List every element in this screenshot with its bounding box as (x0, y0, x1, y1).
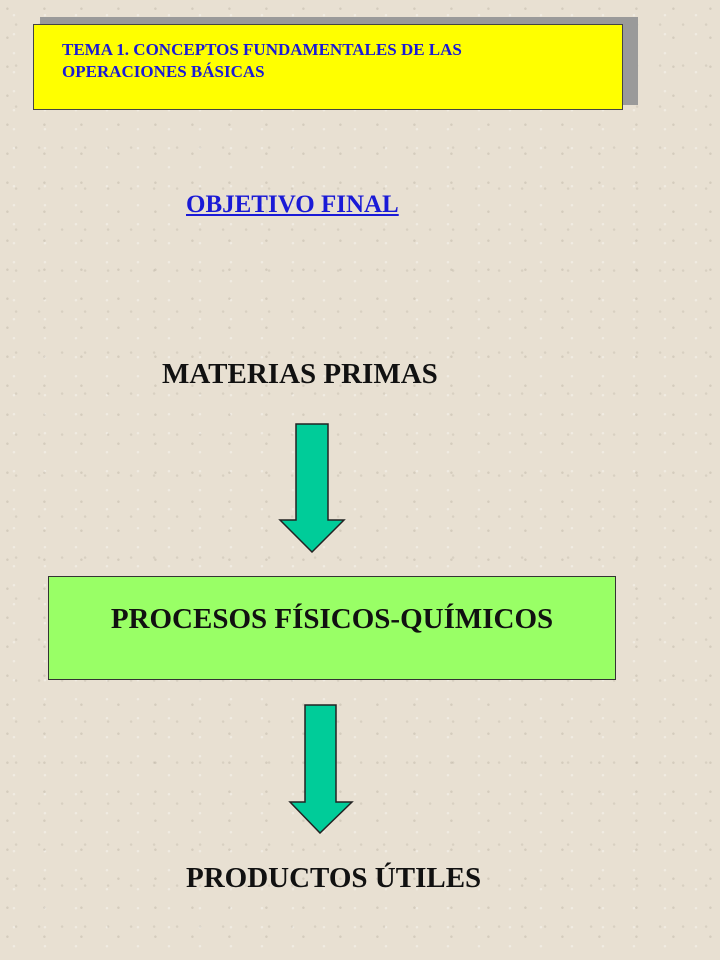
title-box: TEMA 1. CONCEPTOS FUNDAMENTALES DE LAS O… (33, 24, 623, 110)
output-label: PRODUCTOS ÚTILES (186, 862, 482, 894)
title-line-1: TEMA 1. CONCEPTOS FUNDAMENTALES DE LAS (62, 40, 462, 59)
down-arrow-icon (288, 704, 354, 834)
arrow-shape (288, 704, 354, 834)
input-label: MATERIAS PRIMAS (162, 358, 438, 390)
process-box: PROCESOS FÍSICOS-QUÍMICOS (48, 576, 616, 680)
arrow-shape (278, 423, 346, 553)
title-line-2: OPERACIONES BÁSICAS (62, 62, 265, 81)
process-label: PROCESOS FÍSICOS-QUÍMICOS (110, 602, 554, 635)
down-arrow-icon (278, 423, 346, 553)
objective-heading: OBJETIVO FINAL (186, 191, 399, 218)
